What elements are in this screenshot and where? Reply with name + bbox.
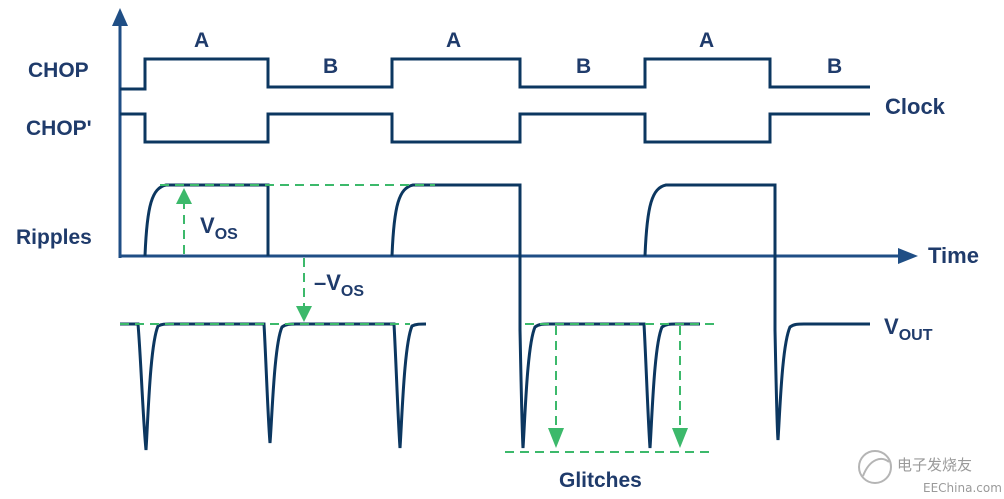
phase-a-label-1: A bbox=[194, 29, 209, 52]
glitches-label: Glitches bbox=[559, 469, 642, 492]
time-axis-arrow bbox=[898, 248, 918, 264]
watermark: 电子发烧友 EEChina.com bbox=[858, 450, 1002, 495]
glitch-arrow-head-2 bbox=[672, 428, 688, 448]
watermark-logo-text: 电子发烧友 bbox=[897, 456, 972, 474]
phase-a-label-2: A bbox=[446, 29, 461, 52]
vout-waveform-2 bbox=[518, 256, 870, 449]
time-label: Time bbox=[928, 243, 979, 268]
vos-arrow-head bbox=[176, 188, 192, 204]
ripples-waveform bbox=[143, 183, 777, 257]
neg-vos-label: –VOS bbox=[314, 270, 364, 300]
phase-b-label-2: B bbox=[576, 55, 591, 78]
chop-prime-label: CHOP' bbox=[26, 117, 92, 140]
clock-label: Clock bbox=[885, 94, 946, 119]
phase-b-label-3: B bbox=[827, 55, 842, 78]
chop-waveform bbox=[120, 57, 870, 91]
watermark-swirl-icon bbox=[862, 458, 890, 477]
neg-vos-arrow-head bbox=[296, 306, 312, 322]
watermark-logo-icon bbox=[858, 450, 892, 484]
watermark-site: EEChina.com bbox=[923, 481, 1002, 495]
ripples-label: Ripples bbox=[16, 226, 92, 249]
vout-waveform bbox=[120, 322, 427, 451]
vos-label: VOS bbox=[200, 213, 238, 243]
offset-guides bbox=[120, 184, 715, 453]
phase-b-label-1: B bbox=[323, 55, 338, 78]
vout-label: VOUT bbox=[884, 314, 933, 344]
y-axis-arrow bbox=[112, 8, 128, 26]
glitch-arrow-head-1 bbox=[548, 428, 564, 448]
phase-a-label-3: A bbox=[699, 29, 714, 52]
chop-label: CHOP bbox=[28, 59, 89, 82]
chop-prime-waveform bbox=[120, 112, 870, 144]
